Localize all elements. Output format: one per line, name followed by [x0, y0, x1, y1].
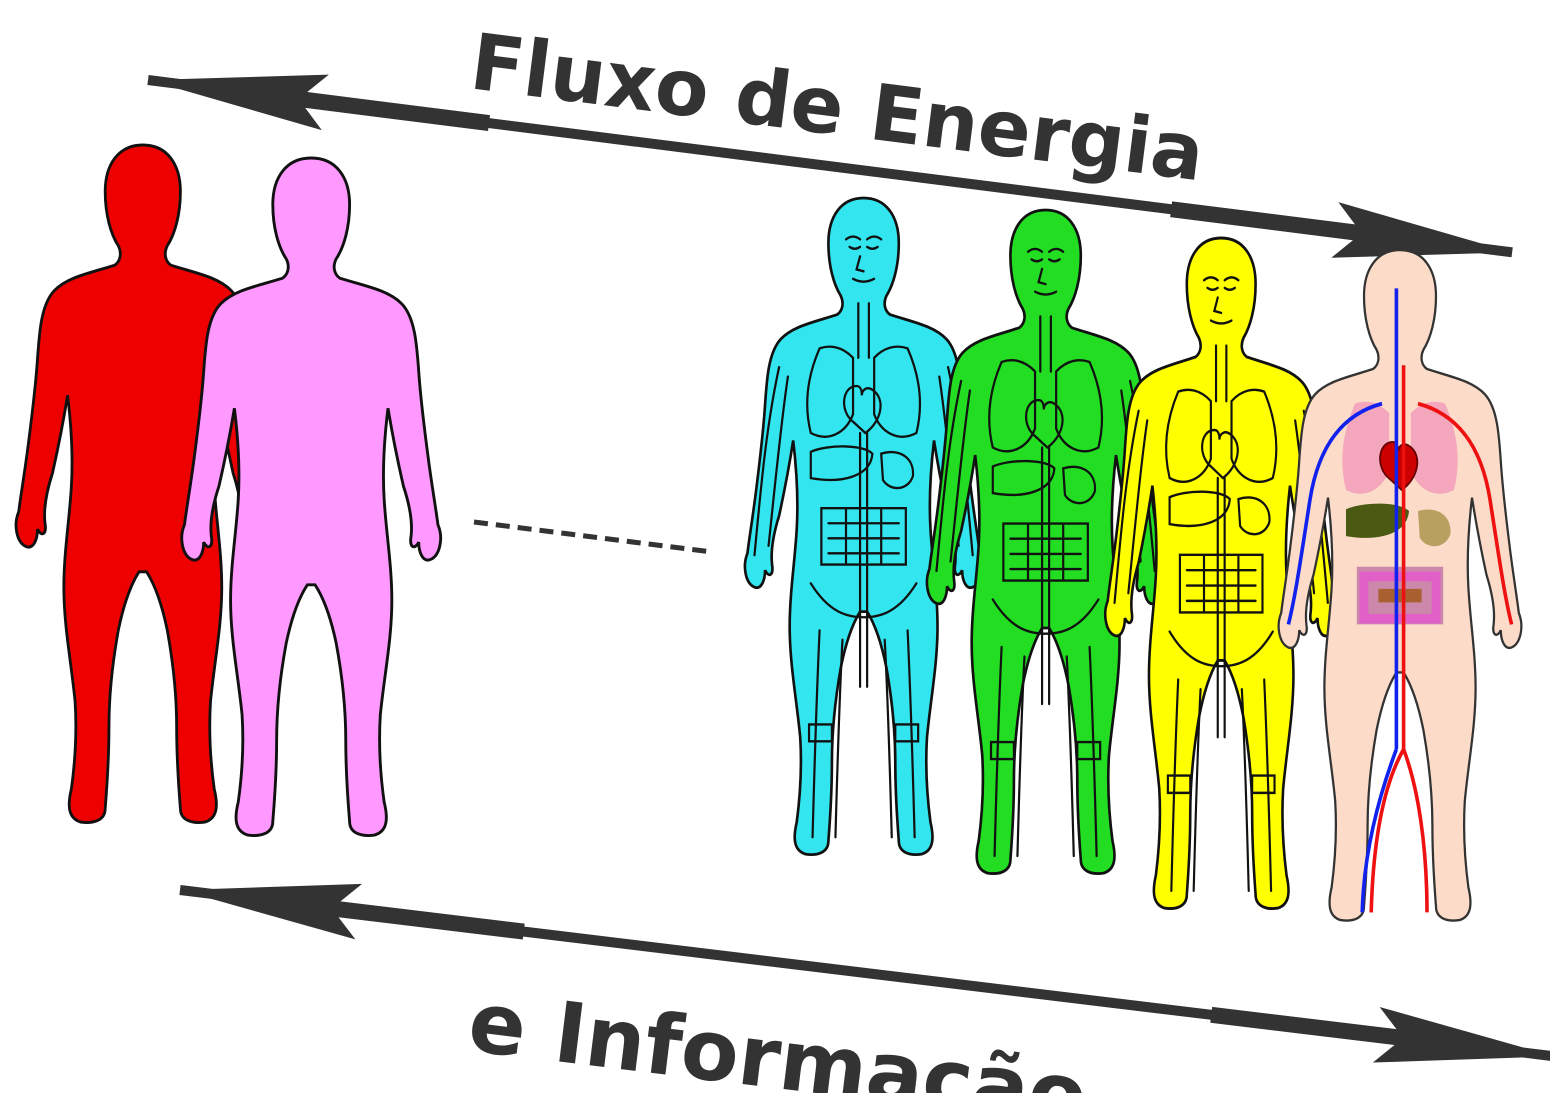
red-human-silhouette: [14, 143, 271, 824]
dashed-connector: [473, 519, 713, 555]
pink-human-silhouette: [180, 156, 443, 837]
